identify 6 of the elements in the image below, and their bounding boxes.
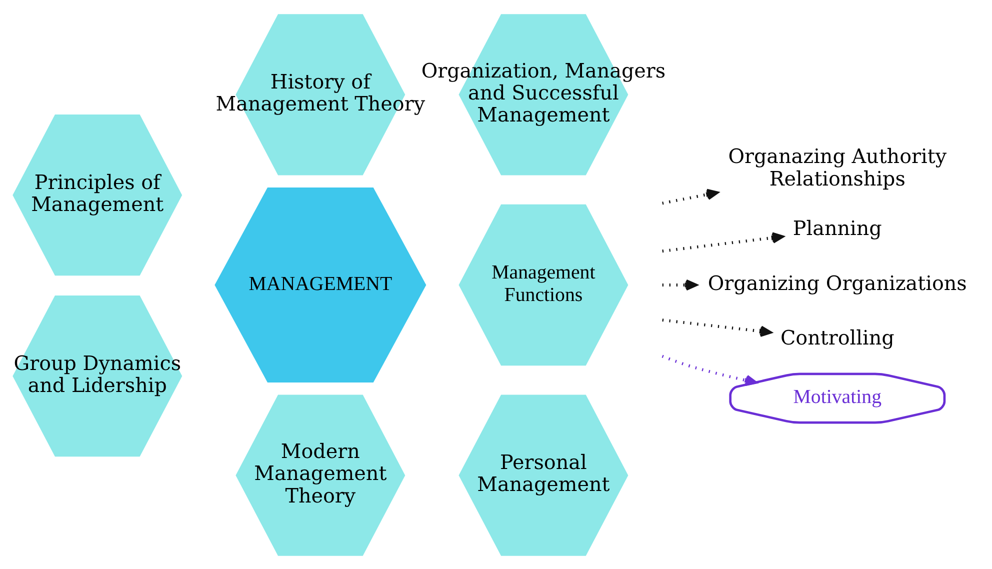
node-text: Controlling	[780, 326, 894, 350]
node-text: Organazing Authority Relationships	[728, 144, 947, 190]
node-label: Organization, Managers	[421, 58, 666, 82]
node-text: Planning	[792, 216, 882, 240]
node-text: Organizing Organizations	[708, 271, 967, 294]
node-label: Management Theory	[216, 92, 426, 116]
